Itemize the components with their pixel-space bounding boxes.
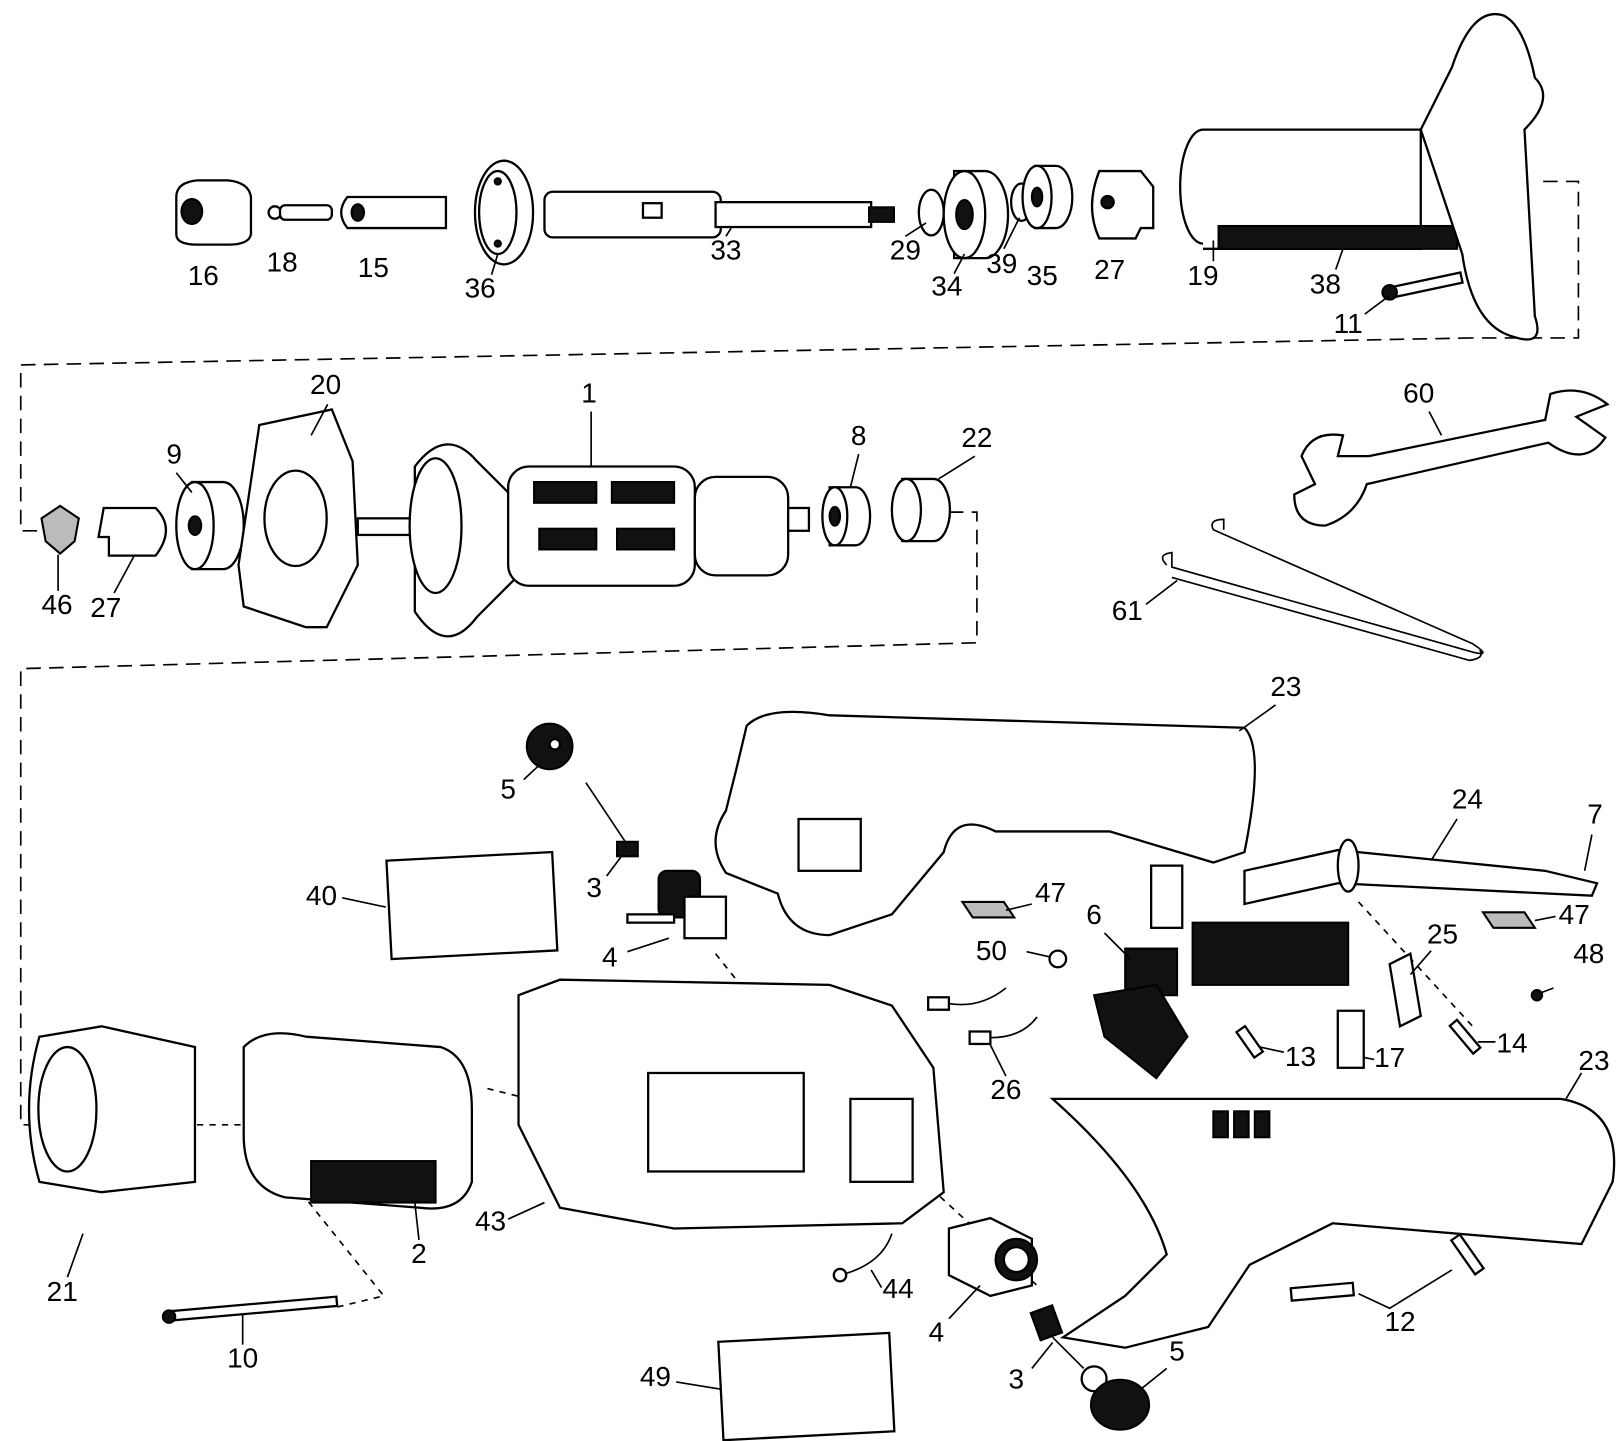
callout-33: 33: [710, 234, 741, 265]
baffle-plate-20: [237, 408, 359, 629]
cord-24: [1243, 838, 1599, 906]
handle-half-23-lower: [1049, 1097, 1616, 1349]
lead-44: [832, 1233, 893, 1283]
callout-5-upper: 5: [500, 773, 516, 804]
screw-13: [1234, 1024, 1265, 1060]
callout-20: 20: [310, 369, 341, 400]
callout-22: 22: [961, 422, 992, 453]
callout-13: 13: [1285, 1041, 1316, 1072]
callout-60: 60: [1403, 377, 1434, 408]
callout-36: 36: [465, 273, 496, 304]
bearing-small: [1021, 164, 1074, 230]
callout-50: 50: [976, 935, 1007, 966]
wrench-60: [1293, 389, 1610, 527]
coupling-front: [1090, 169, 1155, 240]
end-bell-21: [27, 1025, 197, 1194]
callout-7: 7: [1587, 798, 1603, 829]
callout-46: 46: [41, 589, 72, 620]
coupling-27: [97, 506, 168, 557]
switch-6: [1092, 864, 1350, 1080]
collet: [340, 195, 448, 230]
bearing-front: [942, 169, 1010, 260]
callout-25: 25: [1427, 919, 1458, 950]
brush-cap-5-lower: [1089, 1378, 1151, 1431]
callout-12: 12: [1384, 1306, 1415, 1337]
callout-27-rear: 27: [90, 592, 121, 623]
callout-17: 17: [1374, 1042, 1405, 1073]
callout-14: 14: [1496, 1027, 1527, 1058]
callout-2: 2: [411, 1238, 427, 1269]
collet-nut: [175, 179, 253, 246]
callout-39: 39: [986, 248, 1017, 279]
callout-labels: 16 18 15 36 33 29 34 39 35 27 19 38 11 2…: [41, 234, 1609, 1394]
callout-23-lower: 23: [1578, 1045, 1609, 1076]
brush-holder-4-upper: [626, 869, 728, 940]
pad-47-right: [1481, 911, 1537, 929]
bearing-sleeve-22: [890, 477, 952, 543]
terminal-50: [1026, 949, 1068, 969]
callout-15: 15: [358, 252, 389, 283]
screw-11: [1381, 271, 1464, 301]
callout-29: 29: [890, 234, 921, 265]
callout-3-lower: 3: [1009, 1363, 1025, 1394]
brush-cap-5-upper: [525, 722, 574, 771]
callout-3-upper: 3: [586, 872, 602, 903]
callout-8: 8: [851, 420, 867, 451]
screw-14: [1448, 1018, 1482, 1056]
callout-5-lower: 5: [1169, 1335, 1185, 1366]
callout-18: 18: [267, 247, 298, 278]
callout-47-right: 47: [1559, 899, 1590, 930]
callout-10: 10: [227, 1343, 258, 1374]
field-housing-43: [517, 978, 945, 1230]
callout-4-lower: 4: [929, 1317, 945, 1348]
knob-46: [40, 504, 80, 555]
brush-holder-4-lower: [947, 1216, 1039, 1298]
callout-26: 26: [990, 1074, 1021, 1105]
gear-housing: [1179, 13, 1545, 341]
callout-9: 9: [166, 439, 182, 470]
callout-23-upper: 23: [1270, 671, 1301, 702]
screw-48: [1530, 987, 1554, 1002]
brush-3-upper: [585, 782, 639, 858]
leader-lines: [57, 217, 1593, 1390]
o-ring: [917, 188, 945, 237]
callout-21: 21: [47, 1276, 78, 1307]
callout-61: 61: [1112, 595, 1143, 626]
callout-35: 35: [1027, 260, 1058, 291]
callout-48: 48: [1573, 938, 1604, 969]
screws-12: [1289, 1232, 1486, 1302]
callout-24: 24: [1452, 784, 1483, 815]
callout-34: 34: [931, 271, 962, 302]
pad-17: [1336, 1009, 1365, 1069]
callout-38: 38: [1310, 269, 1341, 300]
callout-1: 1: [581, 377, 597, 408]
spindle: [543, 190, 895, 239]
label-plate-40: [385, 850, 559, 961]
callout-27: 27: [1094, 254, 1125, 285]
callout-16: 16: [188, 260, 219, 291]
hex-key-61: [1161, 518, 1484, 662]
callout-47-left: 47: [1035, 877, 1066, 908]
armature-1: [356, 443, 811, 638]
callout-43: 43: [475, 1206, 506, 1237]
collet-pin: [267, 204, 334, 221]
callout-6: 6: [1086, 899, 1102, 930]
field-coil-2: [242, 1032, 474, 1210]
label-plate-49: [717, 1331, 896, 1441]
callout-4-upper: 4: [602, 941, 618, 972]
callout-11: 11: [1334, 308, 1363, 339]
brush-3-lower: [1029, 1303, 1108, 1393]
screw-10: [161, 1295, 339, 1324]
callout-19: 19: [1187, 260, 1218, 291]
bearing-8: [821, 486, 872, 547]
handle-half-23-upper: [714, 710, 1256, 937]
bearing-9: [175, 480, 245, 571]
callout-40: 40: [306, 880, 337, 911]
callout-49: 49: [640, 1361, 671, 1392]
clamp-25: [1388, 952, 1423, 1029]
connectors-26: [927, 987, 1038, 1046]
pad-47-left: [960, 900, 1017, 919]
callout-44: 44: [883, 1273, 914, 1304]
spacer-flange: [473, 159, 535, 266]
